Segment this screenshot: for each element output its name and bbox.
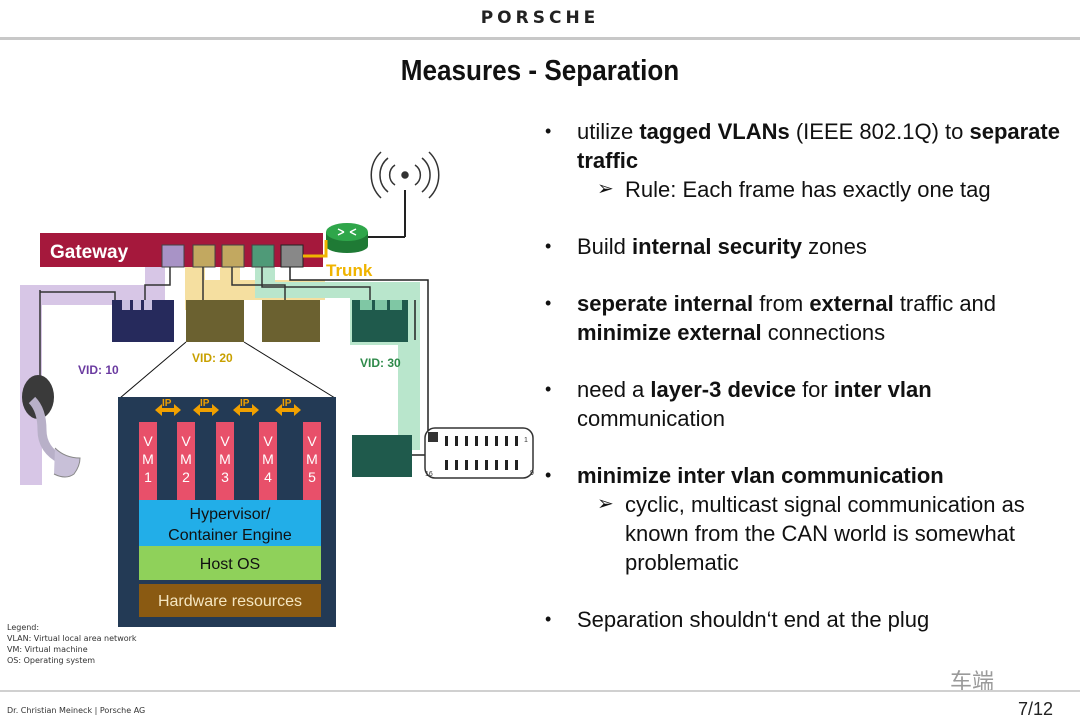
bullet-text: zones [802, 234, 867, 259]
sub-bullet-item: ➢ Rule: Each frame has exactly one tag [545, 175, 1065, 204]
svg-text:M: M [262, 451, 274, 467]
router-icon [326, 223, 368, 253]
bullet-item: need a layer-3 device for inter vlan com… [545, 375, 1065, 433]
hypervisor-label-1: Hypervisor/ [190, 506, 271, 523]
bullet-text: separate traffic [577, 119, 1060, 173]
svg-text:M: M [142, 451, 154, 467]
ecu-vlan20-b [262, 300, 320, 342]
vm-1: V M 1 [139, 422, 157, 500]
arrow-bullet-icon: ➢ [597, 178, 614, 200]
bullet-text: layer-3 device [650, 377, 796, 402]
bullet-list: utilize tagged VLANs (IEEE 802.1Q) to se… [545, 117, 1065, 634]
hypervisor-layer [139, 500, 321, 546]
bullet-text: traffic and [893, 291, 997, 316]
svg-text:V: V [307, 433, 317, 449]
brand-logo: PORSCHE [480, 8, 600, 28]
ip-label-1: IP [162, 398, 172, 409]
bullet-item: seperate internal from external traffic … [545, 289, 1065, 347]
pin-label-9: 9 [530, 470, 534, 477]
vid20-label: VID: 20 [192, 351, 233, 365]
bullet-text: Build [577, 234, 633, 259]
hostos-layer [139, 546, 321, 580]
ip-label-2: IP [200, 398, 210, 409]
bullet-text: minimize external [577, 320, 762, 345]
vid30-label: VID: 30 [360, 356, 401, 370]
vm-4: V M 4 [259, 422, 277, 500]
bullet-text: for [795, 377, 834, 402]
header-divider [0, 37, 1080, 40]
hostos-label: Host OS [200, 556, 260, 573]
svg-text:M: M [306, 451, 318, 467]
ecu-vlan20-a [186, 300, 244, 342]
svg-text:M: M [219, 451, 231, 467]
bullet-text: internal security [632, 234, 802, 259]
bullet-text: minimize inter vlan communication [577, 463, 944, 488]
bullet-text: seperate internal [577, 291, 754, 316]
hardware-layer [139, 584, 321, 617]
svg-text:V: V [143, 433, 153, 449]
bullet-text: from [753, 291, 810, 316]
sub-bullet-item: ➢ cyclic, multicast signal communication … [545, 490, 1065, 577]
bullet-text: communication [577, 406, 725, 431]
bullet-text: utilize [577, 119, 640, 144]
legend: Legend: VLAN: Virtual local area network… [7, 622, 137, 666]
footer-author: Dr. Christian Meineck | Porsche AG [7, 706, 146, 715]
ip-label-4: IP [282, 398, 292, 409]
gateway-port-2 [192, 244, 216, 268]
svg-text:1: 1 [144, 469, 152, 485]
hypervisor-label-2: Container Engine [168, 527, 292, 544]
bullet-text: inter vlan [833, 377, 932, 402]
network-diagram: Gateway Trunk [20, 151, 534, 627]
bullet-text: connections [761, 320, 886, 345]
sub-bullet-text: Rule: Each frame has exactly one tag [625, 177, 991, 202]
footer-divider [0, 690, 1080, 692]
antenna-icon [370, 151, 440, 199]
svg-text:M: M [180, 451, 192, 467]
legend-item: VLAN: Virtual local area network [7, 634, 137, 643]
vm-5: V M 5 [303, 422, 321, 500]
obd-connector-icon [424, 427, 534, 479]
ecu-vlan30-b [352, 435, 412, 477]
bullet-item: Build internal security zones [545, 232, 1065, 261]
vm-2: V M 2 [177, 422, 195, 500]
ecu-vlan10 [112, 300, 174, 342]
bullet-item: Separation shouldn‘t end at the plug [545, 605, 1065, 634]
legend-item: VM: Virtual machine [7, 645, 88, 654]
bullet-text: Separation shouldn‘t end at the plug [577, 607, 930, 632]
gateway-port-1 [161, 244, 185, 268]
svg-text:V: V [220, 433, 230, 449]
legend-title: Legend: [7, 623, 40, 632]
svg-text:3: 3 [221, 469, 229, 485]
bullet-item: utilize tagged VLANs (IEEE 802.1Q) to se… [545, 117, 1065, 175]
bullet-text: (IEEE 802.1Q) to [789, 119, 970, 144]
legend-item: OS: Operating system [7, 656, 96, 665]
page-number: 7/12 [1018, 699, 1054, 719]
vid10-label: VID: 10 [78, 363, 119, 377]
pin-label-16: 16 [425, 471, 433, 478]
ip-label-3: IP [240, 398, 250, 409]
bullet-text: external [809, 291, 894, 316]
hardware-label: Hardware resources [158, 593, 302, 610]
svg-text:4: 4 [264, 469, 272, 485]
svg-text:V: V [181, 433, 191, 449]
trunk-label: Trunk [326, 261, 373, 280]
gateway-label: Gateway [50, 242, 129, 263]
gateway-port-5 [280, 244, 304, 268]
bullet-text: need a [577, 377, 651, 402]
ip-arrows [155, 404, 301, 416]
cable-plug-icon [22, 375, 81, 478]
slide-title: Measures - Separation [400, 55, 680, 87]
pin-label-1: 1 [524, 437, 528, 444]
vm-3: V M 3 [216, 422, 234, 500]
sub-bullet-text: cyclic, multicast signal communication a… [625, 492, 1025, 575]
arrow-bullet-icon: ➢ [597, 493, 614, 515]
gateway-port-4 [251, 244, 275, 268]
gateway-port-3 [221, 244, 245, 268]
svg-text:V: V [263, 433, 273, 449]
bullet-item: minimize inter vlan communication [545, 461, 1065, 490]
bullet-text: tagged VLANs [639, 119, 790, 144]
svg-text:5: 5 [308, 469, 316, 485]
svg-text:2: 2 [182, 469, 190, 485]
